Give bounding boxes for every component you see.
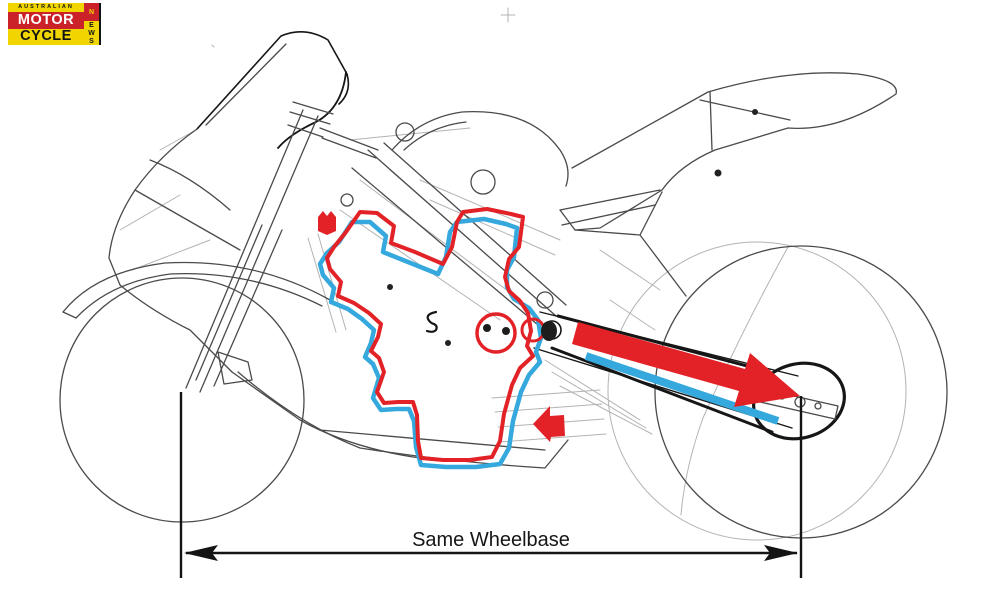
swingarm-length-blue-line <box>584 352 780 425</box>
engine-outline-blue <box>317 216 544 470</box>
brake-caliper <box>217 351 253 385</box>
bolt-dot <box>714 169 722 177</box>
engine-case-emblem <box>425 310 438 333</box>
swingarm-length-arrow <box>572 322 800 407</box>
front-mount-marker <box>318 211 336 235</box>
front-fairing <box>108 128 421 459</box>
logo-news-letter: S <box>84 37 99 45</box>
logo-cycle-text: CYCLE <box>8 29 84 45</box>
engine-shift-arrow <box>533 406 565 442</box>
fuel-tank <box>391 111 569 187</box>
wheelbase-dimension: Same Wheelbase <box>179 392 803 578</box>
dimension-arrowhead-right <box>764 545 798 561</box>
rear-wheel-ghost-circle <box>607 241 907 541</box>
logo-motor-text: MOTOR <box>8 12 84 29</box>
front-fork <box>185 101 379 393</box>
frame-and-tank <box>340 111 569 331</box>
wheelbase-label: Same Wheelbase <box>412 529 570 551</box>
tail-section <box>559 72 897 297</box>
construction-lines <box>119 7 907 541</box>
clip-on-handlebar <box>319 127 379 159</box>
logo-australian-text: AUSTRALIAN <box>8 3 84 12</box>
bolt-dot <box>445 340 451 346</box>
logo-news-letter: N <box>84 3 99 21</box>
logo-news-letter: E <box>84 21 99 29</box>
front-fender <box>62 261 331 319</box>
dimension-arrowhead-left <box>184 545 218 561</box>
belly-pan <box>237 371 569 469</box>
sprocket-highlight-circles <box>475 312 557 354</box>
bolt-dot <box>387 284 393 290</box>
engine-outline-red <box>325 207 535 462</box>
logo-news-letter: W <box>84 29 99 37</box>
bolt-dot <box>752 109 758 115</box>
logo-news-strip: N E W S <box>84 3 101 45</box>
amcn-logo: AUSTRALIAN MOTOR CYCLE N E W S <box>8 3 101 45</box>
amcn-logo-main: AUSTRALIAN MOTOR CYCLE <box>8 3 84 45</box>
